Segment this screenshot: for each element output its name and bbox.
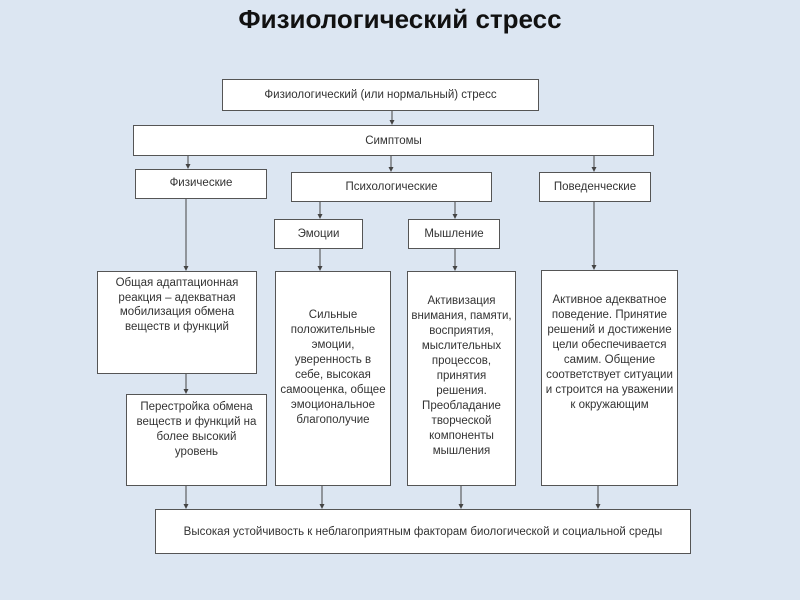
page-title: Физиологический стресс (238, 4, 562, 34)
node-symptoms-label: Симптомы (365, 134, 422, 147)
connector-symptoms-behavioral (591, 155, 597, 172)
connector-thinking-detail (452, 248, 458, 271)
node-physical-detail-2-text: Перестройка обмена веществ и функций на … (136, 401, 257, 458)
connector-thinking-outcome (458, 485, 464, 509)
connector-physical-detail1 (183, 198, 189, 271)
node-root-label: Физиологический (или нормальный) стресс (264, 89, 497, 101)
node-behavioral: Поведенческие (539, 172, 651, 202)
node-thinking-label: Мышление (424, 228, 484, 240)
connector-symptoms-psychological (388, 155, 394, 172)
node-psychological-label: Психологические (345, 181, 438, 193)
node-emotions-label: Эмоции (297, 228, 340, 240)
node-physical-label: Физические (169, 177, 233, 189)
connector-detail1-detail2 (183, 373, 189, 394)
connector-psychological-thinking (452, 201, 458, 219)
node-physical-detail-2: Перестройка обмена веществ и функций на … (126, 394, 267, 486)
node-behavioral-detail: Активное адекватное поведение. Принятие … (541, 270, 678, 486)
node-psychological: Психологические (291, 172, 492, 202)
connector-behavioral-outcome (595, 485, 601, 509)
node-thinking-detail-text: Активизация внимания, памяти, восприятия… (411, 295, 512, 457)
node-emotions-detail: Сильные положительные эмоции, уверенност… (275, 271, 391, 486)
node-outcome-label: Высокая устойчивость к неблагоприятным ф… (183, 525, 663, 538)
node-physical: Физические (135, 169, 267, 199)
node-outcome: Высокая устойчивость к неблагоприятным ф… (155, 509, 691, 554)
node-behavioral-detail-text: Активное адекватное поведение. Принятие … (545, 294, 674, 411)
node-behavioral-label: Поведенческие (553, 181, 637, 193)
node-root: Физиологический (или нормальный) стресс (222, 79, 539, 111)
node-emotions-detail-text: Сильные положительные эмоции, уверенност… (280, 309, 386, 426)
connector-symptoms-physical (185, 155, 191, 169)
node-emotions: Эмоции (274, 219, 363, 249)
connector-physical-outcome (183, 485, 189, 509)
connector-emotions-detail (317, 248, 323, 271)
connector-emotions-outcome (319, 485, 325, 509)
node-symptoms: Симптомы (133, 125, 654, 156)
connector-behavioral-detail (591, 201, 597, 270)
connector-root-symptoms (389, 110, 395, 125)
node-thinking-detail: Активизация внимания, памяти, восприятия… (407, 271, 516, 486)
node-physical-detail-1: Общая адаптационная реакция – адекватная… (97, 271, 257, 374)
connector-psychological-emotions (317, 201, 323, 219)
node-thinking: Мышление (408, 219, 500, 249)
node-physical-detail-1-text: Общая адаптационная реакция – адекватная… (115, 277, 239, 333)
